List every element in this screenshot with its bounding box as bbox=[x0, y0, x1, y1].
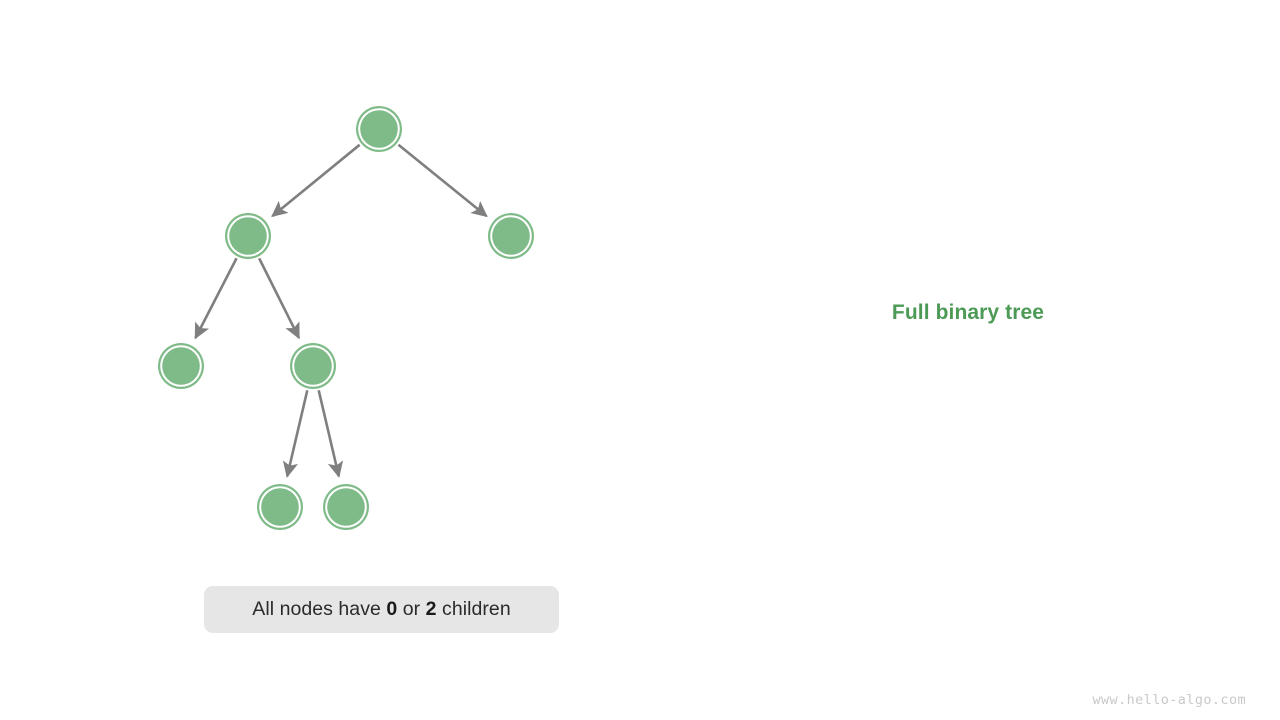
watermark: www.hello-algo.com bbox=[1092, 692, 1246, 708]
tree-node-left-right[interactable] bbox=[290, 343, 336, 389]
node-core bbox=[229, 217, 267, 255]
tree-node-left[interactable] bbox=[225, 213, 271, 259]
node-core bbox=[327, 488, 365, 526]
tree-node-left-left[interactable] bbox=[158, 343, 204, 389]
edge-left-to-left-right bbox=[258, 257, 301, 340]
node-core bbox=[294, 347, 332, 385]
tree-node-left-right-right[interactable] bbox=[323, 484, 369, 530]
edge-left-to-left-left bbox=[194, 257, 238, 340]
edge-root-to-left bbox=[271, 143, 361, 218]
edge-left-right-to-left bbox=[282, 390, 309, 478]
edge-root-to-right bbox=[397, 143, 488, 218]
page-title: Full binary tree bbox=[891, 301, 1045, 324]
edge-layer bbox=[194, 143, 488, 478]
edge-left-right-to-right bbox=[317, 390, 344, 478]
tree-node-root[interactable] bbox=[356, 106, 402, 152]
tree-node-left-right-left[interactable] bbox=[257, 484, 303, 530]
node-core bbox=[360, 110, 398, 148]
caption-bold-zero: 0 bbox=[386, 598, 398, 620]
caption-suffix: children bbox=[436, 598, 511, 620]
caption-text: All nodes have 0 or 2 children bbox=[252, 598, 510, 621]
node-core bbox=[492, 217, 530, 255]
caption-box: All nodes have 0 or 2 children bbox=[204, 586, 559, 633]
caption-middle: or bbox=[397, 598, 426, 620]
node-core bbox=[162, 347, 200, 385]
caption-bold-two: 2 bbox=[425, 598, 437, 620]
caption-prefix: All nodes have bbox=[252, 598, 387, 620]
tree-node-right[interactable] bbox=[488, 213, 534, 259]
node-layer bbox=[158, 106, 534, 530]
node-core bbox=[261, 488, 299, 526]
